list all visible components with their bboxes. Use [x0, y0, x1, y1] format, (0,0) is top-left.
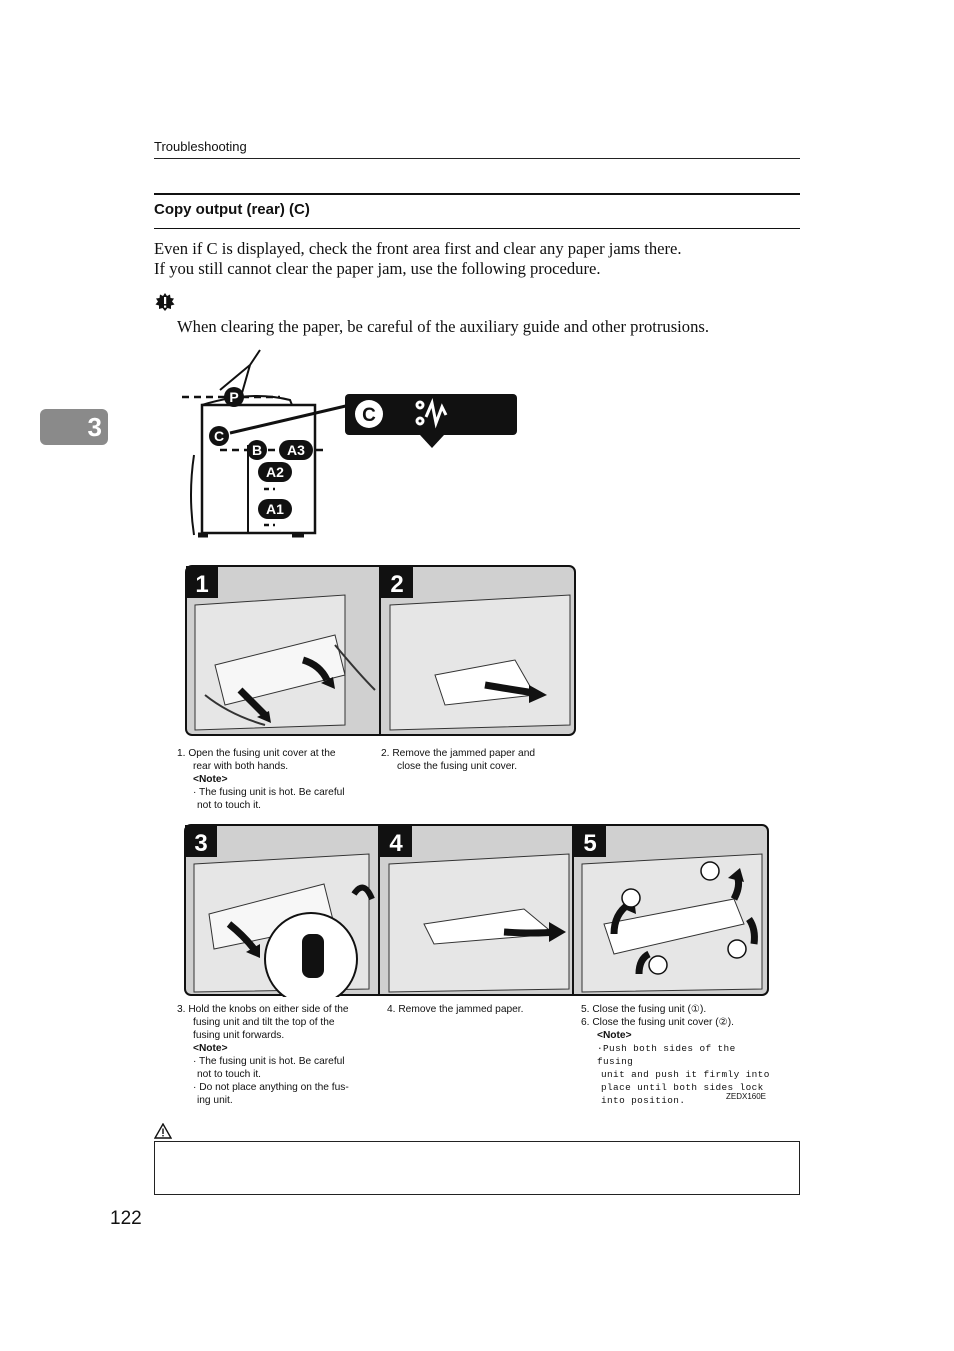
note-line: unit and push it firmly into [581, 1068, 771, 1081]
intro-paragraph: Even if C is displayed, check the front … [154, 239, 804, 279]
caption-line: 2. Remove the jammed paper and [381, 747, 581, 760]
note-line: ing unit. [177, 1094, 377, 1107]
location-label-a3: A3 [287, 442, 305, 458]
important-icon [155, 292, 175, 312]
caption-step-2: 2. Remove the jammed paper and close the… [381, 747, 581, 773]
caption-line: 3. Hold the knobs on either side of the [177, 1003, 377, 1016]
caption-line: fusing unit and tilt the top of the [177, 1016, 377, 1029]
figure-code: ZEDX160E [726, 1092, 766, 1101]
location-label-b: B [252, 442, 262, 458]
panel-jam-label: C [362, 405, 376, 426]
caution-box [154, 1141, 800, 1195]
note-label: <Note> [177, 1042, 377, 1055]
location-label-a2: A2 [266, 464, 284, 480]
note-line: not to touch it. [177, 1068, 377, 1081]
note-line: · The fusing unit is hot. Be careful [177, 1055, 377, 1068]
caption-line: 4. Remove the jammed paper. [387, 1003, 567, 1016]
caption-line: close the fusing unit cover. [381, 760, 581, 773]
header-rule [154, 158, 800, 159]
caption-line: fusing unit forwards. [177, 1029, 377, 1042]
caption-line: 1. Open the fusing unit cover at the [177, 747, 377, 760]
intro-line-1: Even if C is displayed, check the front … [154, 239, 804, 259]
note-label: <Note> [177, 773, 377, 786]
running-header: Troubleshooting [154, 139, 247, 154]
chapter-tab[interactable]: 3 [40, 409, 108, 445]
caption-step-1: 1. Open the fusing unit cover at the rea… [177, 747, 377, 812]
step-number-1: 1 [195, 571, 208, 598]
caption-step-4: 4. Remove the jammed paper. [387, 1003, 567, 1016]
steps-1-2-illustration: 1 2 [185, 565, 577, 737]
note-line: not to touch it. [177, 799, 377, 812]
note-line: ·Push both sides of the fusing [581, 1042, 771, 1068]
step-number-3: 3 [194, 830, 207, 857]
caption-line: 6. Close the fusing unit cover (②). [581, 1016, 771, 1029]
caution-icon [154, 1123, 172, 1139]
step-number-4: 4 [389, 830, 403, 857]
steps-3-5-illustration: 3 4 5 [184, 824, 770, 997]
important-text: When clearing the paper, be careful of t… [177, 317, 709, 337]
caption-line: rear with both hands. [177, 760, 377, 773]
intro-line-2: If you still cannot clear the paper jam,… [154, 259, 804, 279]
page-number: 122 [110, 1208, 142, 1230]
step-number-5: 5 [583, 830, 596, 857]
note-line: · Do not place anything on the fus- [177, 1081, 377, 1094]
note-line: · The fusing unit is hot. Be careful [177, 786, 377, 799]
location-label-c: C [214, 428, 224, 444]
location-label-p: P [229, 389, 238, 405]
step-number-2: 2 [390, 571, 403, 598]
caption-line: 5. Close the fusing unit (①). [581, 1003, 771, 1016]
location-label-a1: A1 [266, 501, 284, 517]
section-top-rule [154, 193, 800, 195]
jam-location-diagram: P C B A3 A2 A1 C [180, 345, 525, 540]
section-title: Copy output (rear) (C) [154, 201, 310, 218]
caption-step-3: 3. Hold the knobs on either side of the … [177, 1003, 377, 1107]
section-bottom-rule [154, 228, 800, 229]
note-label: <Note> [581, 1029, 771, 1042]
